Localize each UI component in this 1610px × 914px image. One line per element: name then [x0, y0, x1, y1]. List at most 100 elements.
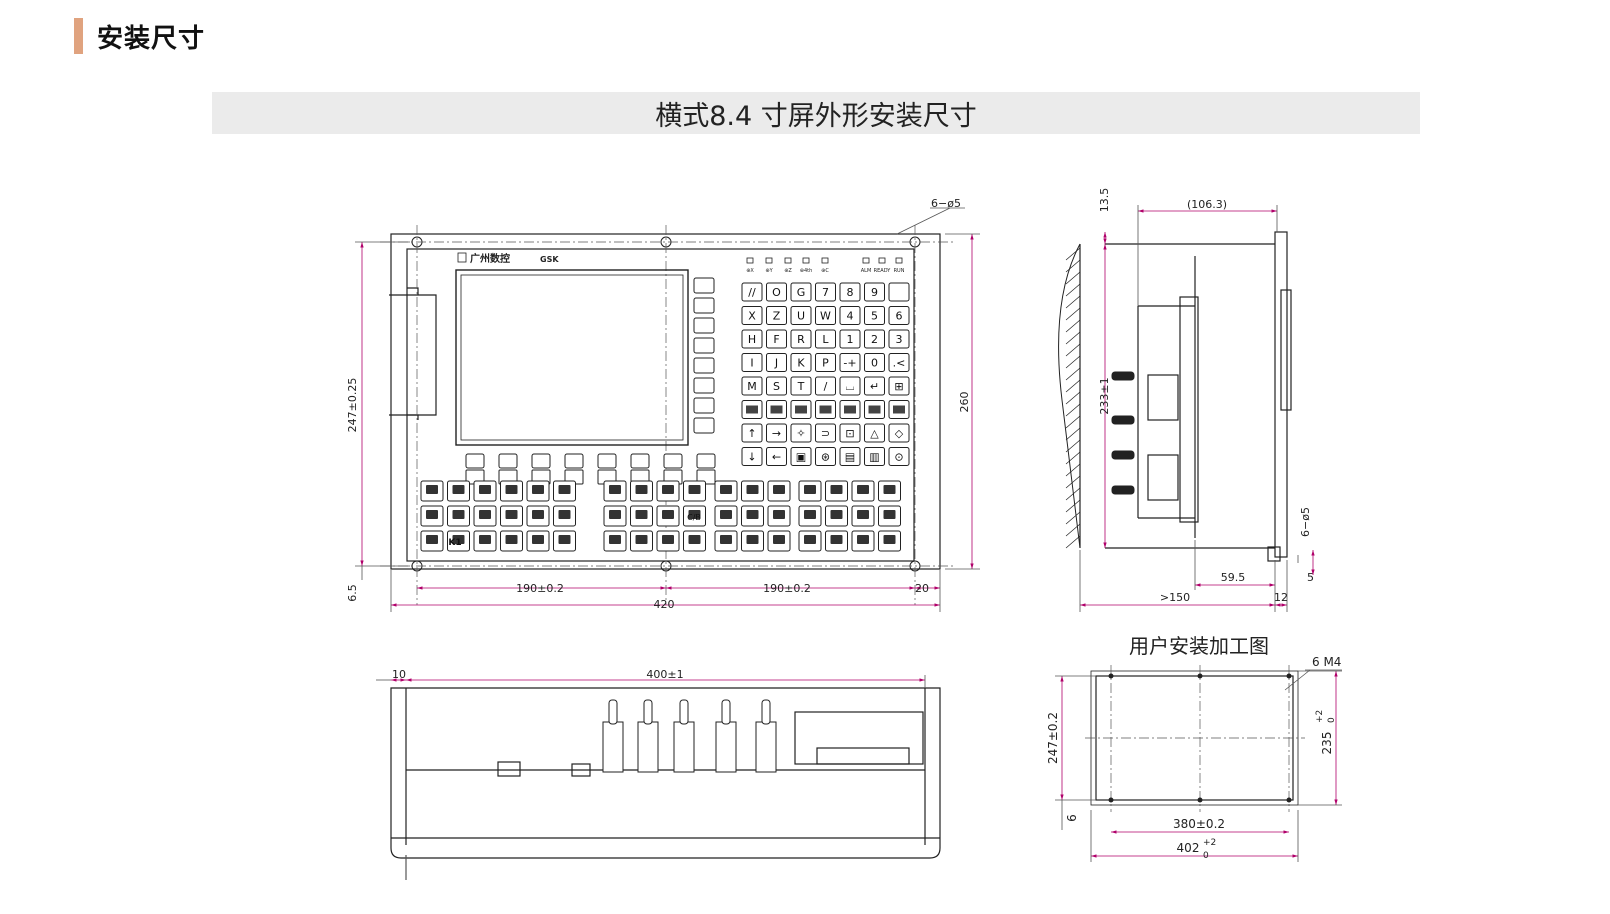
indicator-led: [821, 257, 829, 264]
softkey: [531, 453, 551, 469]
keypad-key: [864, 353, 885, 372]
keypad-key: [790, 447, 812, 466]
keypad-key-label: ⊃: [821, 427, 830, 440]
keypad-key-label: ▤: [845, 451, 855, 464]
function-key-icon: [857, 510, 869, 519]
front-edge-offset: 20: [915, 582, 929, 595]
keypad-key-label: ⊞: [894, 380, 903, 393]
side-depth-ref: (106.3): [1187, 198, 1227, 211]
keypad-key-label: O: [772, 286, 781, 299]
connector-pin: [1111, 415, 1135, 425]
keypad-key: [790, 282, 812, 302]
bottom-view: [390, 687, 941, 880]
keypad-key-label: ↓: [747, 451, 756, 464]
connector-body: [637, 721, 659, 773]
softkey: [693, 397, 715, 414]
indicator-led: [784, 257, 792, 264]
lcd-screen: [455, 269, 689, 446]
keypad-key-label: .<: [893, 357, 906, 370]
keypad-key-label: X: [748, 310, 756, 323]
function-key-icon: [688, 510, 701, 519]
side-clearance: >150: [1160, 591, 1190, 604]
wall-hatch: [1065, 403, 1081, 417]
function-key-icon: [688, 535, 701, 544]
banner: 横式8.4 寸屏外形安装尺寸: [212, 92, 1420, 134]
function-key-icon: [662, 535, 674, 544]
function-key-icon: [452, 510, 465, 519]
function-key-icon: [773, 510, 785, 519]
function-key-icon: [479, 485, 491, 494]
indicator-led: [878, 257, 886, 264]
cutout-thread-note: 6 M4: [1312, 655, 1341, 669]
cutout-height-tol-low: 0: [1327, 717, 1337, 723]
function-key-icon: [479, 510, 491, 519]
wall-hatch: [1065, 475, 1081, 489]
cutout-height-tol: +2: [1315, 710, 1325, 723]
keypad-key-label: 6: [896, 310, 903, 323]
keypad-key-label: ▥: [869, 451, 879, 464]
softkey: [663, 453, 683, 469]
function-key-icon: [857, 485, 869, 494]
softkey: [597, 453, 617, 469]
keypad-key: [766, 376, 787, 396]
indicator-label: ⊕X: [746, 268, 754, 274]
wall-hatch: [1065, 415, 1081, 429]
front-width-total: 420: [654, 598, 675, 611]
keypad-key-label: T: [797, 380, 805, 393]
cutout-height-outer: 247±0.2: [1046, 712, 1060, 764]
side-small-a: 5: [1307, 571, 1314, 584]
front-span-left: 190±0.2: [516, 582, 564, 595]
side-height: 233±1: [1098, 377, 1111, 414]
softkey: [564, 453, 584, 469]
wall-hatch: [1065, 367, 1081, 381]
keypad-key-label: ⊙: [894, 451, 903, 464]
keypad-key: [790, 306, 812, 325]
function-key-icon: [720, 485, 732, 494]
indicator-led: [765, 257, 773, 264]
bottom-dimensions: [376, 675, 926, 688]
keypad-key: [815, 423, 836, 443]
function-key-icon: [505, 535, 518, 544]
softkey: [693, 377, 715, 394]
keypad-key-label: ▣: [796, 451, 806, 464]
wall-hatch: [1065, 463, 1081, 477]
keypad-key: [790, 329, 812, 349]
function-key-icon: [688, 485, 701, 494]
keypad-key-label: U: [797, 310, 805, 323]
keypad-key-label: ⊛: [821, 451, 830, 464]
softkey: [696, 453, 716, 469]
softkey-row: [465, 453, 716, 485]
softkey: [693, 337, 715, 354]
connector-screw: [761, 699, 771, 725]
front-hole-note: 6−ø5: [931, 197, 961, 210]
banner-title: 横式8.4 寸屏外形安装尺寸: [655, 100, 977, 132]
keypad-key-label: 5: [871, 310, 878, 323]
function-key-icon: [609, 485, 621, 494]
keypad-key: [815, 282, 836, 302]
keypad-key: [815, 376, 836, 396]
indicator-label: ⊕Y: [765, 268, 773, 274]
keypad-key-label: F: [773, 333, 779, 346]
cutout-bottom-offset: 6: [1065, 814, 1079, 822]
keypad-key: [741, 423, 763, 443]
keypad-key: [790, 376, 812, 396]
indicator-label: READY: [874, 268, 892, 274]
function-key-icon: [746, 510, 759, 519]
connector-pin: [1111, 371, 1135, 381]
keypad-key: [766, 423, 787, 443]
keypad-key-label: ↑: [747, 427, 756, 440]
wall-hatch: [1065, 523, 1081, 537]
keypad-key: [839, 329, 861, 349]
keypad-key: [839, 353, 861, 372]
function-key-icon: [773, 485, 785, 494]
wall-hatch: [1065, 511, 1081, 525]
wall-hatch: [1065, 259, 1081, 273]
function-key-icon: [883, 485, 896, 494]
indicator-label: ALM: [861, 268, 872, 274]
function-key-icon: [609, 535, 621, 544]
wall-hatch: [1065, 439, 1081, 453]
keypad-key-icon: [770, 405, 783, 414]
keypad-key: [741, 353, 763, 372]
bottom-span: 400±1: [646, 668, 683, 681]
front-view: [380, 225, 955, 605]
